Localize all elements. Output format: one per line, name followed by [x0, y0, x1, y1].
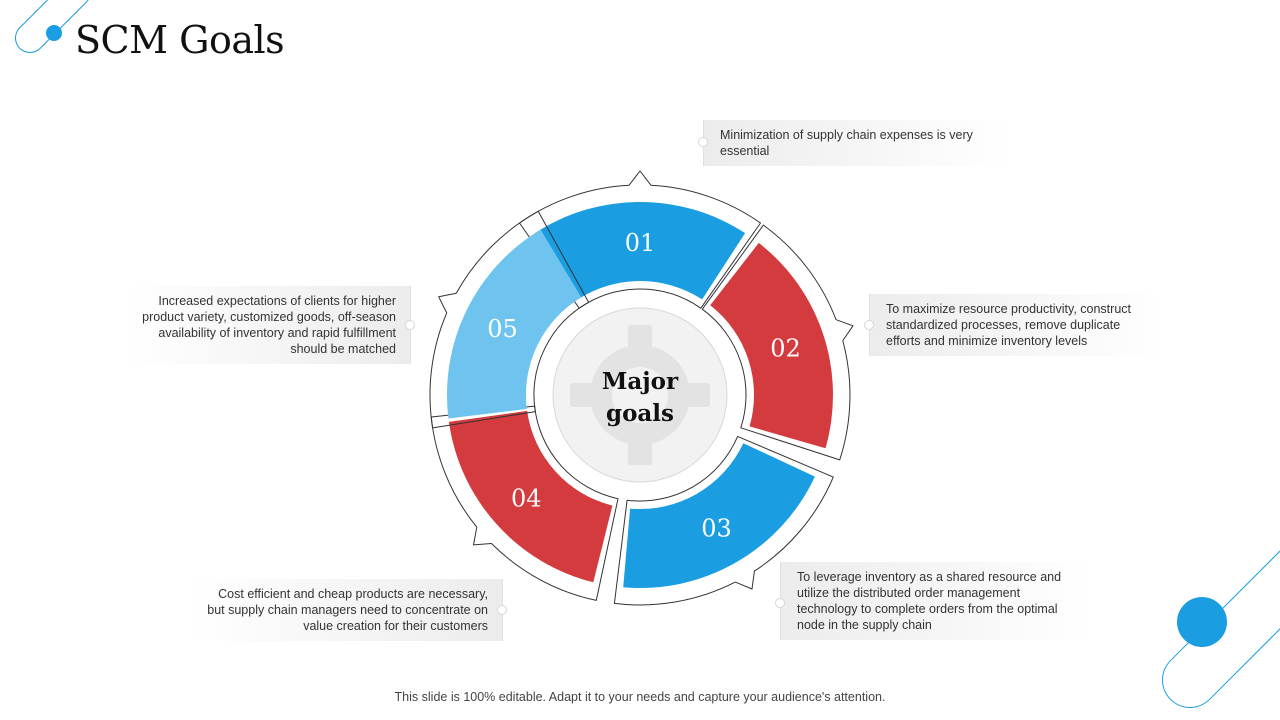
segment-03: 03: [613, 435, 834, 606]
bottom-right-pill: [1162, 550, 1280, 708]
segment-04-outline: [430, 405, 619, 601]
bottom-right-dot: [1177, 597, 1227, 647]
page-title: SCM Goals: [75, 18, 285, 62]
segment-01-outline: [519, 170, 761, 309]
segment-layer: 01 02 03 04 05: [429, 170, 854, 606]
segment-05: 05: [429, 210, 590, 429]
segment-02-band: [710, 242, 833, 449]
segment-02-number: 02: [770, 335, 801, 363]
segment-05-band: [446, 229, 582, 419]
segment-02-outline: [701, 224, 854, 461]
callout-05-connector-dot: [405, 320, 415, 330]
callout-04-connector-dot: [497, 605, 507, 615]
segment-04-band: [448, 410, 613, 583]
segment-04: 04: [430, 405, 619, 601]
callout-02-connector-dot: [864, 320, 874, 330]
center-hub: [552, 307, 728, 483]
top-left-dot: [46, 25, 62, 41]
center-label-line1: Major: [601, 368, 679, 395]
callout-04: Cost efficient and cheap products are ne…: [190, 579, 503, 641]
center-label: Major goals: [570, 366, 710, 430]
callout-03-connector-dot: [775, 598, 785, 608]
segment-02: 02: [701, 224, 854, 461]
callout-05: Increased expectations of clients for hi…: [125, 286, 411, 364]
segment-05-outline: [429, 210, 590, 429]
segment-01-number: 01: [625, 229, 656, 257]
center-label-line2: goals: [605, 400, 674, 427]
segment-01-band: [534, 201, 746, 300]
segment-03-outline: [613, 435, 834, 606]
segment-03-number: 03: [701, 515, 732, 543]
callout-01-connector-dot: [698, 137, 708, 147]
footer-note: This slide is 100% editable. Adapt it to…: [394, 690, 886, 704]
callout-02: To maximize resource productivity, const…: [869, 294, 1166, 356]
segment-03-band: [623, 443, 815, 589]
segment-05-number: 05: [487, 315, 518, 343]
top-left-pill: [15, 0, 89, 53]
callout-03: To leverage inventory as a shared resour…: [780, 562, 1092, 640]
segment-01: 01: [519, 170, 761, 309]
callout-01: Minimization of supply chain expenses is…: [703, 120, 1010, 166]
segment-04-number: 04: [511, 484, 542, 512]
